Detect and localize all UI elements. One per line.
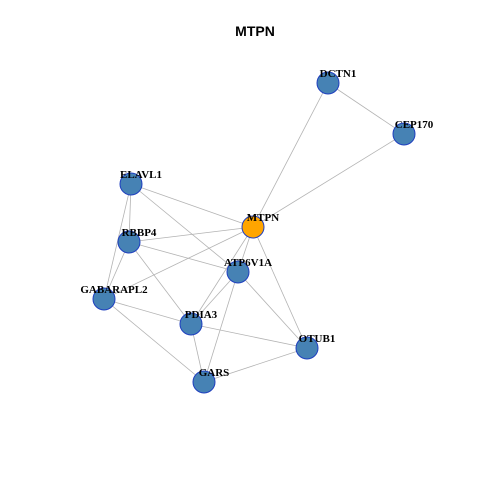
node-label-otub1: OTUB1: [299, 333, 336, 345]
edge-elavl1-mtpn: [130, 183, 254, 228]
node-label-dctn1: DCTN1: [320, 68, 357, 80]
edge-atp6v1a-otub1: [237, 271, 308, 349]
edge-pdia3-otub1: [190, 323, 308, 349]
edge-mtpn-otub1: [252, 226, 308, 349]
node-atp6v1a[interactable]: [226, 260, 250, 284]
node-label-elavl1: ELAVL1: [120, 169, 162, 181]
node-label-gabarapl2: GABARAPL2: [80, 284, 148, 296]
node-rbbp4[interactable]: [117, 230, 141, 254]
edge-elavl1-atp6v1a: [130, 183, 239, 273]
node-otub1[interactable]: [295, 336, 319, 360]
edge-mtpn-rbbp4: [128, 226, 254, 243]
edge-rbbp4-atp6v1a: [128, 241, 239, 273]
node-pdia3[interactable]: [179, 312, 203, 336]
node-label-cep170: CEP170: [395, 119, 434, 131]
node-label-rbbp4: RBBP4: [122, 227, 157, 239]
node-label-pdia3: PDIA3: [185, 309, 218, 321]
node-gars[interactable]: [192, 370, 216, 394]
node-gabarapl2[interactable]: [92, 287, 116, 311]
edge-dctn1-cep170: [327, 82, 405, 135]
graph-title: MTPN: [235, 23, 275, 39]
node-layer: [92, 71, 416, 394]
node-mtpn[interactable]: [241, 215, 265, 239]
node-label-mtpn: MTPN: [247, 212, 279, 224]
edge-atp6v1a-gars: [203, 271, 239, 383]
edge-cep170-mtpn: [252, 133, 405, 228]
edge-mtpn-pdia3: [190, 226, 254, 325]
node-elavl1[interactable]: [119, 172, 143, 196]
edge-gabarapl2-gars: [103, 298, 205, 383]
node-cep170[interactable]: [392, 122, 416, 146]
node-label-gars: GARS: [199, 367, 230, 379]
node-label-atp6v1a: ATP6V1A: [224, 257, 272, 269]
edge-rbbp4-pdia3: [128, 241, 192, 325]
edge-elavl1-gabarapl2: [103, 183, 132, 300]
edge-dctn1-mtpn: [252, 82, 329, 228]
edge-gabarapl2-pdia3: [103, 298, 192, 325]
node-dctn1[interactable]: [316, 71, 340, 95]
edge-otub1-gars: [203, 347, 308, 383]
edge-mtpn-gabarapl2: [103, 226, 254, 300]
edge-atp6v1a-pdia3: [190, 271, 239, 325]
